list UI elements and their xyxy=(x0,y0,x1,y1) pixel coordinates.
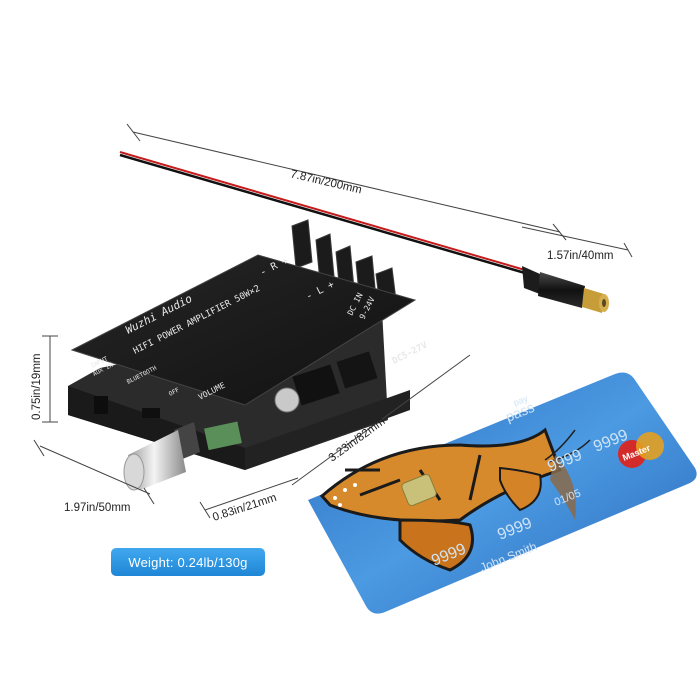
bluetooth-switch xyxy=(142,408,160,418)
width-dimension-line xyxy=(33,439,155,505)
volume-knob[interactable] xyxy=(123,422,200,491)
dc-plug xyxy=(522,266,609,313)
height-dimension-line xyxy=(42,335,58,423)
card-network-logo: Master xyxy=(618,432,664,468)
pcb-green-part xyxy=(204,421,242,451)
relay-1 xyxy=(292,364,340,406)
credit-card: pay pass 9999 9999 9999 9999 01/05 John … xyxy=(308,372,697,614)
plug-length-label: 1.57in/40mm xyxy=(547,250,613,262)
width-label: 1.97in/50mm xyxy=(64,502,130,514)
cable-length-label: 7.87in/200mm xyxy=(289,168,363,196)
off-label: OFF xyxy=(168,386,181,397)
depth-dimension-line xyxy=(199,477,299,519)
height-label: 0.75in/19mm xyxy=(31,354,43,420)
butterfly-graphic xyxy=(319,427,591,572)
cable-dimension-line xyxy=(126,123,567,241)
power-cable xyxy=(119,151,526,275)
amplifier-board: Wuzhi Audio HIFI POWER AMPLIFIER 50W×2 -… xyxy=(68,219,430,491)
weight-badge: Weight: 0.24lb/130g xyxy=(111,548,265,576)
voltage-range-label: DC5-27V xyxy=(391,340,430,366)
plug-dimension-line xyxy=(521,226,633,258)
board-top-plate xyxy=(70,254,417,406)
aux-jack xyxy=(94,396,108,414)
card-chip xyxy=(401,473,437,507)
relay-2 xyxy=(336,351,378,389)
capacitor xyxy=(274,387,300,413)
length-dimension-line xyxy=(291,354,471,486)
